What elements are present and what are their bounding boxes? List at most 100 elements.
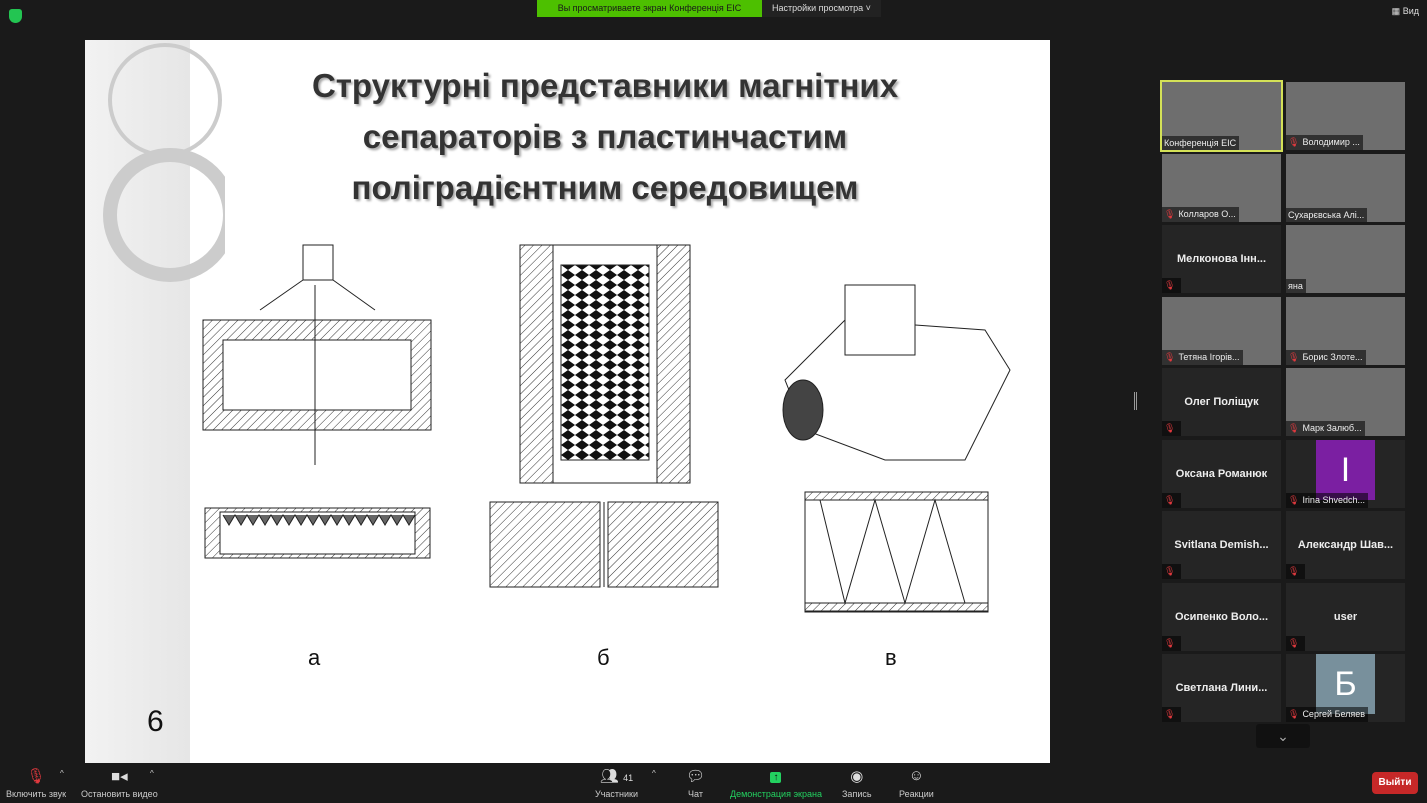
- participant-name: user: [1333, 610, 1358, 623]
- stop-video-button[interactable]: ■◂Остановить видео: [81, 768, 158, 799]
- participant-tile[interactable]: Александр Шав... 🎙︎: [1286, 511, 1405, 579]
- participant-name: Олег Поліщук: [1184, 396, 1259, 408]
- participant-tile[interactable]: Б🎙︎Сергей Беляев: [1286, 654, 1405, 722]
- share-screen-button[interactable]: ↑Демонстрация экрана: [730, 767, 822, 799]
- name-tag: 🎙︎: [1162, 421, 1182, 436]
- name-tag: 🎙︎: [1286, 635, 1306, 651]
- muted-mic-icon: 🎙︎: [26, 768, 46, 785]
- participant-tile[interactable]: 🎙︎Володимир ...: [1286, 82, 1405, 150]
- participant-name: Сухарєвська Алі...: [1288, 209, 1365, 220]
- muted-mic-icon: 🎙︎: [1288, 709, 1300, 719]
- viewing-screen-label: Вы просматриваете экран Конференція EIC: [537, 0, 762, 17]
- muted-mic-icon: 🎙︎: [1288, 637, 1300, 648]
- name-tag: 🎙︎Марк Залюб...: [1286, 421, 1365, 436]
- participant-name: Irina Shvedch...: [1302, 494, 1365, 505]
- name-tag: 🎙︎: [1162, 635, 1182, 651]
- name-tag: яна: [1286, 279, 1306, 293]
- muted-mic-icon: 🎙︎: [1164, 494, 1176, 505]
- participant-tile[interactable]: Олег Поліщук 🎙︎: [1162, 368, 1281, 436]
- avatar: Б: [1316, 654, 1375, 714]
- participant-name: Конференція EIC: [1164, 138, 1237, 148]
- participant-name: Осипенко Воло...: [1174, 610, 1269, 623]
- participant-name: Александр Шав...: [1297, 539, 1394, 551]
- name-tag: 🎙︎: [1162, 707, 1182, 722]
- separator-diagrams: [202, 244, 1011, 613]
- participant-tile[interactable]: 🎙︎Марк Залюб...: [1286, 368, 1405, 436]
- record-button[interactable]: ◉Запись: [842, 768, 872, 799]
- participant-name: Светлана Лини...: [1175, 682, 1268, 694]
- name-tag: Сухарєвська Алі...: [1286, 207, 1368, 222]
- name-tag: 🎙︎: [1162, 278, 1182, 293]
- avatar: I: [1316, 439, 1375, 500]
- muted-mic-icon: 🎙︎: [1164, 423, 1176, 433]
- chat-icon: 💬︎: [686, 768, 706, 785]
- reactions-button[interactable]: ☺Реакции: [899, 767, 934, 799]
- participant-tile[interactable]: Мелконова Інн... 🎙︎: [1162, 225, 1281, 293]
- name-tag: 🎙︎Борис Злоте...: [1286, 349, 1366, 365]
- name-tag: 🎙︎Irina Shvedch...: [1286, 492, 1368, 508]
- participants-icon: 👥︎ 41: [599, 768, 634, 785]
- view-button[interactable]: ▦ Вид: [1391, 6, 1419, 16]
- diagram-b: [489, 244, 719, 588]
- muted-mic-icon: 🎙︎: [1164, 351, 1176, 362]
- view-options-button[interactable]: Настройки просмотра ˅: [762, 0, 881, 17]
- muted-mic-icon: 🎙︎: [1164, 637, 1176, 648]
- video-camera-icon: ■◂: [111, 768, 128, 785]
- participant-name: Колларов О...: [1178, 208, 1236, 219]
- participant-tile[interactable]: Конференція EIC: [1160, 80, 1283, 152]
- name-tag: 🎙︎Колларов О...: [1162, 206, 1239, 222]
- panel-resize-handle[interactable]: [1134, 392, 1137, 410]
- muted-mic-icon: 🎙︎: [1288, 566, 1300, 576]
- participant-tile[interactable]: 🎙︎Тетяна Ігорів...: [1162, 296, 1281, 365]
- label-a: а: [308, 645, 321, 670]
- unmute-button[interactable]: 🎙︎Включить звук: [6, 768, 67, 799]
- name-tag: 🎙︎Сергей Беляев: [1286, 707, 1369, 722]
- chat-button[interactable]: 💬︎Чат: [686, 768, 706, 799]
- name-tag: 🎙︎: [1286, 564, 1306, 579]
- audio-options-caret[interactable]: ^: [60, 769, 64, 778]
- participants-count: 41: [623, 773, 634, 783]
- participant-tile[interactable]: Оксана Романюк 🎙︎: [1162, 439, 1281, 508]
- participant-name: Марк Залюб...: [1302, 423, 1362, 433]
- participant-name: яна: [1288, 281, 1303, 291]
- participant-tile[interactable]: Svitlana Demish...🎙︎: [1162, 511, 1281, 579]
- participant-tile[interactable]: I🎙︎Irina Shvedch...: [1286, 439, 1405, 508]
- share-arrow-icon: ↑: [730, 767, 822, 789]
- participant-tile[interactable]: 🎙︎Колларов О...: [1162, 153, 1281, 222]
- participants-options-caret[interactable]: ^: [652, 769, 656, 778]
- diagram-a: [202, 244, 432, 559]
- participant-tile[interactable]: Сухарєвська Алі...: [1286, 153, 1405, 222]
- smiley-icon: ☺: [908, 767, 925, 784]
- participant-tile[interactable]: яна: [1286, 225, 1405, 293]
- video-options-caret[interactable]: ^: [150, 769, 154, 778]
- participant-name: Борис Злоте...: [1302, 351, 1363, 362]
- name-tag: 🎙︎Володимир ...: [1286, 135, 1363, 150]
- muted-mic-icon: 🎙︎: [1164, 208, 1176, 219]
- participant-tile[interactable]: 🎙︎Борис Злоте...: [1286, 296, 1405, 365]
- muted-mic-icon: 🎙︎: [1164, 280, 1176, 290]
- muted-mic-icon: 🎙︎: [1164, 566, 1176, 576]
- participant-tile[interactable]: user 🎙︎: [1286, 582, 1405, 651]
- muted-mic-icon: 🎙︎: [1288, 494, 1300, 505]
- title-line: сепараторів з пластинчастим: [362, 118, 848, 155]
- scroll-down-button[interactable]: ⌄: [1256, 724, 1310, 748]
- participant-tile[interactable]: Светлана Лини... 🎙︎: [1162, 654, 1281, 722]
- muted-mic-icon: 🎙︎: [1288, 351, 1300, 362]
- name-tag: Конференція EIC: [1162, 136, 1240, 150]
- participant-name: Сергей Беляев: [1302, 709, 1366, 719]
- name-tag: 🎙︎Тетяна Ігорів...: [1162, 349, 1243, 365]
- chevron-down-icon: ⌄: [1277, 728, 1289, 744]
- title-line: полігpадієнтним середовищем: [351, 169, 859, 206]
- muted-mic-icon: 🎙︎: [1288, 137, 1300, 147]
- muted-mic-icon: 🎙︎: [1288, 423, 1300, 433]
- grid-icon: ▦: [1391, 6, 1401, 16]
- name-tag: 🎙︎: [1162, 492, 1182, 508]
- security-shield-icon[interactable]: [9, 9, 22, 23]
- participant-tile[interactable]: Осипенко Воло... 🎙︎: [1162, 582, 1281, 651]
- slide-decoration: [85, 40, 225, 763]
- leave-button[interactable]: Выйти: [1372, 772, 1418, 794]
- participant-name: Оксана Романюк: [1175, 467, 1268, 480]
- slide-title: Структурні представники магнітних сепара…: [235, 60, 975, 213]
- participant-name: Мелконова Інн...: [1176, 253, 1266, 265]
